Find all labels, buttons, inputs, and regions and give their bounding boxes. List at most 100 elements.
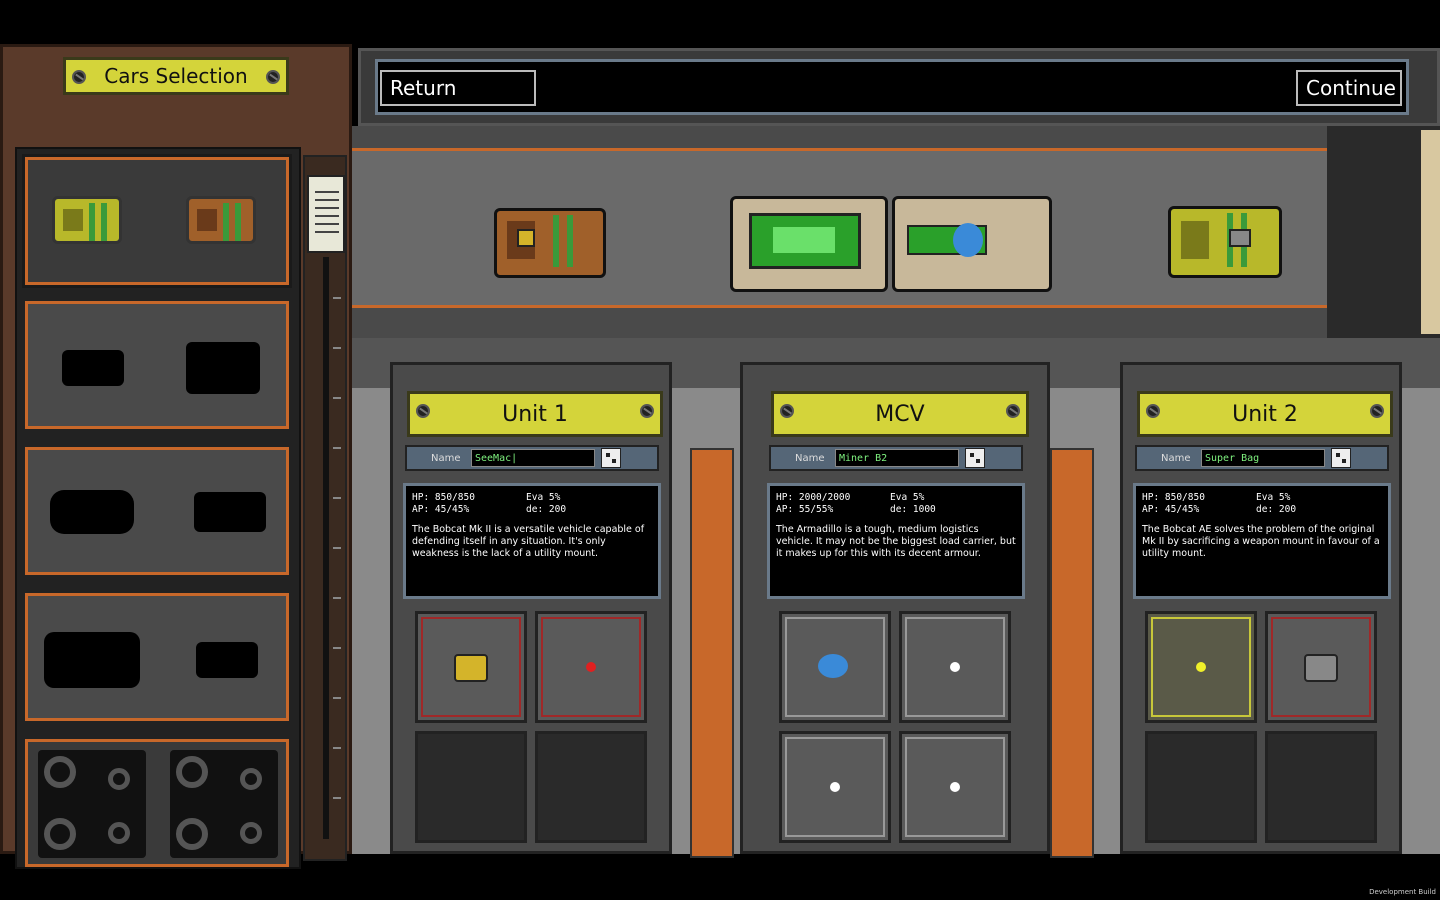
screw-icon	[266, 70, 280, 84]
development-build-label: Development Build	[1369, 888, 1436, 896]
mount-point-icon	[586, 662, 596, 672]
locked-car-icon	[38, 750, 146, 858]
car-slot-4[interactable]	[25, 593, 289, 721]
randomize-name-icon[interactable]	[1331, 448, 1351, 468]
mcv-vehicle	[892, 196, 1052, 292]
locked-car-icon	[50, 490, 134, 534]
hp-stat: HP: 850/850	[1142, 492, 1205, 503]
unit-card-1: Unit 1 Name HP: 850/850 Eva 5% AP: 45/45%…	[390, 362, 672, 854]
locked-car-icon	[186, 342, 260, 394]
unit-description: The Armadillo is a tough, medium logisti…	[776, 524, 1016, 559]
car-slot-5[interactable]	[25, 739, 289, 867]
empty-slot	[1145, 731, 1257, 843]
utility-mount-slot[interactable]	[779, 731, 891, 843]
ap-stat: AP: 45/45%	[412, 504, 470, 515]
locked-car-icon	[196, 642, 258, 678]
turret-icon	[454, 654, 488, 682]
unit-title: MCV	[875, 401, 925, 427]
unit-name-input[interactable]	[1201, 449, 1325, 467]
return-button[interactable]: Return	[380, 70, 536, 106]
hp-stat: HP: 850/850	[412, 492, 475, 503]
car-slot-1[interactable]	[22, 154, 292, 288]
unit-stats-panel: HP: 850/850 Eva 5% AP: 45/45% de: 200 The …	[403, 483, 661, 599]
unit-name-input[interactable]	[471, 449, 595, 467]
unit-name-input[interactable]	[835, 449, 959, 467]
unit-card-mcv: MCV Name HP: 2000/2000 Eva 5% AP: 55/55% d…	[740, 362, 1050, 854]
unit-stats-panel: HP: 850/850 Eva 5% AP: 45/45% de: 200 The …	[1133, 483, 1391, 599]
screw-icon	[416, 404, 430, 418]
ap-stat: AP: 45/45%	[1142, 504, 1200, 515]
bobcat-orange-icon	[186, 196, 256, 244]
unit-card-header: Unit 2	[1137, 391, 1393, 437]
unit-card-header: MCV	[771, 391, 1029, 437]
locked-car-icon	[44, 632, 140, 688]
utility-mount-slot[interactable]	[1145, 611, 1257, 723]
scroll-thumb[interactable]	[307, 175, 345, 253]
name-row: Name	[405, 445, 659, 471]
unit-title: Unit 1	[502, 401, 568, 427]
mount-point-icon	[830, 782, 840, 792]
top-bar-inner: Return Continue	[375, 59, 1409, 115]
utility-mount-slot[interactable]	[779, 611, 891, 723]
locked-car-icon	[62, 350, 124, 386]
utility-mount-slot[interactable]	[899, 611, 1011, 723]
hp-stat: HP: 2000/2000	[776, 492, 851, 503]
name-row: Name	[1135, 445, 1389, 471]
unit-1-vehicle	[494, 208, 606, 278]
cars-selection-header: Cars Selection	[63, 57, 289, 95]
unit-2-vehicle	[1168, 206, 1282, 278]
name-row: Name	[769, 445, 1023, 471]
eva-stat: Eva 5%	[526, 492, 561, 503]
locked-car-icon	[194, 492, 266, 532]
weapon-mount-slot[interactable]	[1265, 611, 1377, 723]
drill-icon	[818, 654, 848, 678]
floor-pillar	[690, 448, 734, 858]
screw-icon	[1006, 404, 1020, 418]
car-list-scrollbar[interactable]	[303, 155, 347, 861]
unit-description: The Bobcat AE solves the problem of the …	[1142, 524, 1380, 559]
weapon-mount-slot[interactable]	[535, 611, 647, 723]
unit-stats-panel: HP: 2000/2000 Eva 5% AP: 55/55% de: 1000 T…	[767, 483, 1025, 599]
cars-selection-title: Cars Selection	[104, 64, 248, 88]
name-label: Name	[795, 452, 825, 464]
mount-point-icon	[950, 662, 960, 672]
empty-slot	[415, 731, 527, 843]
de-stat: de: 200	[1256, 504, 1297, 515]
drill-icon	[953, 223, 983, 257]
ap-stat: AP: 55/55%	[776, 504, 834, 515]
name-label: Name	[1161, 452, 1191, 464]
eva-stat: Eva 5%	[1256, 492, 1291, 503]
randomize-name-icon[interactable]	[601, 448, 621, 468]
mount-point-icon	[950, 782, 960, 792]
unit-card-2: Unit 2 Name HP: 850/850 Eva 5% AP: 45/45%…	[1120, 362, 1402, 854]
de-stat: de: 200	[526, 504, 567, 515]
screw-icon	[1370, 404, 1384, 418]
top-bar: Return Continue	[358, 48, 1440, 126]
gun-icon	[1229, 229, 1251, 247]
cars-selection-panel: Cars Selection	[0, 44, 352, 869]
screw-icon	[72, 70, 86, 84]
empty-slot	[535, 731, 647, 843]
weapon-mount-slot[interactable]	[415, 611, 527, 723]
continue-button[interactable]: Continue	[1296, 70, 1402, 106]
empty-slot	[1265, 731, 1377, 843]
mount-point-icon	[1196, 662, 1206, 672]
screw-icon	[1146, 404, 1160, 418]
locked-car-icon	[170, 750, 278, 858]
unit-description: The Bobcat Mk II is a versatile vehicle …	[412, 524, 645, 559]
car-slot-2[interactable]	[25, 301, 289, 429]
de-stat: de: 1000	[890, 504, 936, 515]
screw-icon	[640, 404, 654, 418]
eva-stat: Eva 5%	[890, 492, 925, 503]
unit-card-header: Unit 1	[407, 391, 663, 437]
scroll-track[interactable]	[323, 257, 329, 839]
car-list	[15, 147, 301, 869]
turret-icon	[517, 229, 535, 247]
convoy-preview	[352, 126, 1440, 338]
gun-icon	[1304, 654, 1338, 682]
randomize-name-icon[interactable]	[965, 448, 985, 468]
utility-mount-slot[interactable]	[899, 731, 1011, 843]
unit-title: Unit 2	[1232, 401, 1298, 427]
road-edge	[1327, 126, 1440, 338]
car-slot-3[interactable]	[25, 447, 289, 575]
